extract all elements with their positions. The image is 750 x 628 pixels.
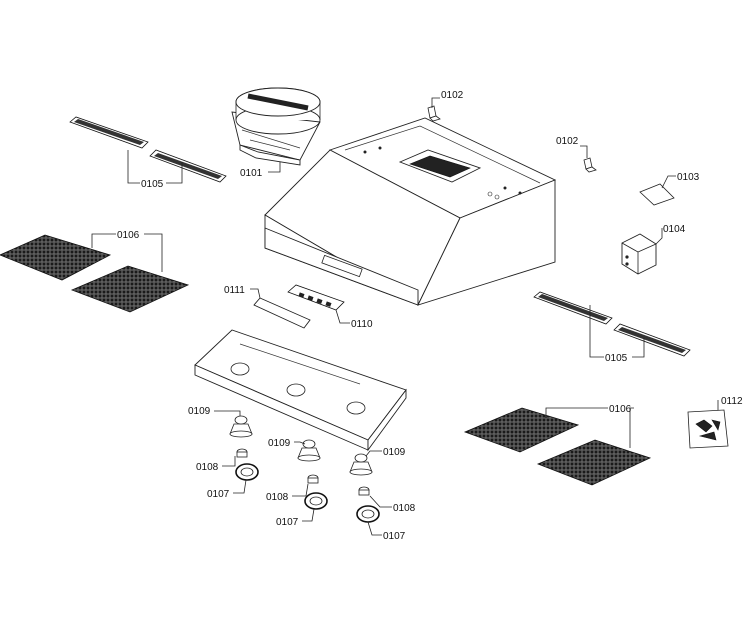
label-0108-c: 0108 (393, 503, 416, 514)
label-0107-a: 0107 (207, 489, 230, 500)
label-0110: 0110 (351, 319, 373, 330)
light-bar-right-2 (613, 323, 691, 357)
mesh-filter-left-1 (0, 234, 112, 281)
lamp-holder-2 (297, 439, 321, 462)
light-bar-right-1 (533, 291, 613, 325)
mesh-filter-right-1 (463, 407, 580, 453)
lamp-holder-1 (229, 415, 253, 438)
leader-lines (91, 97, 719, 536)
light-bar-left-1 (69, 116, 149, 149)
control-switch-panel (287, 284, 345, 311)
label-0107-c: 0107 (383, 531, 406, 542)
bracket-top (427, 105, 441, 122)
blower-motor-assembly (231, 87, 321, 166)
control-box (621, 233, 657, 275)
bulb-3 (358, 486, 370, 496)
label-0106-left: 0106 (117, 230, 140, 241)
label-0109-a: 0109 (188, 406, 211, 417)
range-hood-body (264, 117, 557, 306)
bracket-right (583, 157, 597, 173)
lamp-holder-3 (349, 453, 373, 476)
bottom-plate (194, 329, 407, 452)
label-0107-b: 0107 (276, 517, 299, 528)
label-0108-a: 0108 (196, 462, 219, 473)
label-0104: 0104 (663, 224, 686, 235)
label-0109-b: 0109 (268, 438, 291, 449)
label-0105-left: 0105 (141, 179, 164, 190)
light-bar-left-2 (149, 149, 227, 183)
label-0112: 0112 (721, 396, 743, 407)
label-0105-right: 0105 (605, 353, 628, 364)
lens-ring-3 (356, 505, 380, 523)
label-0102-top: 0102 (441, 90, 464, 101)
label-0101: 0101 (240, 168, 263, 179)
mesh-filter-left-2 (70, 265, 190, 313)
mesh-filter-right-2 (536, 439, 652, 486)
part-labels: 0101 0102 0102 0103 0104 0105 0105 0106 … (117, 90, 743, 542)
label-0111: 0111 (224, 285, 245, 296)
bulb-1 (236, 448, 248, 458)
label-0109-c: 0109 (383, 447, 406, 458)
label-0103: 0103 (677, 172, 700, 183)
label-0102-right: 0102 (556, 136, 579, 147)
label-0106-right: 0106 (609, 404, 632, 415)
bulb-2 (307, 474, 319, 484)
cover-plate (639, 183, 675, 206)
lens-ring-2 (304, 492, 328, 510)
lens-ring-1 (235, 463, 259, 481)
light-diffuser (253, 297, 311, 329)
label-0108-b: 0108 (266, 492, 289, 503)
hardware-bag (687, 409, 729, 449)
